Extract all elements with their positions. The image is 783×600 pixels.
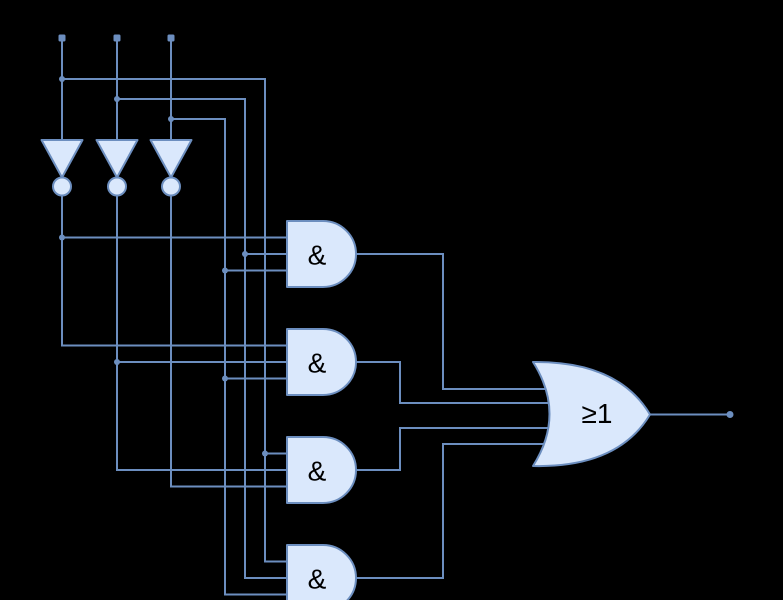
and-gate-2-body [286, 328, 357, 396]
inverter-1-bubble [52, 176, 72, 197]
and-gate-4-body [286, 544, 357, 600]
not-1-output-wire [61, 195, 290, 347]
and-gate-1-body [286, 220, 357, 288]
input-2-terminal [113, 34, 121, 42]
junction-dot [59, 76, 65, 82]
and-gate-1-label: & [308, 240, 327, 271]
junction-dot [222, 375, 228, 382]
inverter-2 [95, 139, 139, 197]
inverter-3-triangle [149, 139, 193, 179]
inverter-2-triangle [95, 139, 139, 179]
junction-dot [222, 267, 228, 274]
junction-dot [242, 251, 248, 257]
input-1-terminal [58, 34, 66, 42]
input-terminals [58, 34, 175, 42]
inverter-3 [149, 139, 193, 197]
inverter-2-bubble [107, 176, 127, 197]
junction-dot [262, 450, 268, 457]
and-gate-3-label: & [308, 456, 327, 487]
junction-dot [168, 116, 174, 122]
junction-dot [114, 96, 120, 102]
inverter-1-triangle [40, 139, 84, 179]
output-terminal-dot [726, 411, 734, 418]
input-3-terminal [167, 34, 175, 42]
and-gate-2-label: & [308, 348, 327, 379]
junction-dot [114, 359, 120, 365]
and-gate-4: & [286, 544, 357, 600]
and4-output-wire [356, 443, 548, 579]
junction-dot [59, 234, 65, 241]
and-gate-2: & [286, 328, 357, 396]
bus-input-1-wire [62, 78, 290, 563]
and3-output-wire [356, 427, 551, 471]
or-gate: ≥1 [532, 360, 651, 468]
and1-output-wire [356, 253, 549, 390]
not-2-output-wire [116, 195, 290, 471]
and-gate-1: & [286, 220, 357, 288]
inverter-3-bubble [161, 176, 181, 197]
or-gate-body [532, 360, 651, 468]
and-gate-3-body [286, 436, 357, 504]
junction-dots [59, 76, 268, 457]
and2-output-wire [356, 361, 551, 404]
and-gate-3: & [286, 436, 357, 504]
wires [61, 41, 730, 596]
bus-input-3-wire [171, 118, 290, 596]
or-gate-label: ≥1 [582, 398, 613, 429]
inverter-1 [40, 139, 84, 197]
and-gate-4-label: & [308, 564, 327, 595]
bus-input-2-wire [117, 98, 290, 579]
not-3-output-wire [170, 195, 290, 488]
